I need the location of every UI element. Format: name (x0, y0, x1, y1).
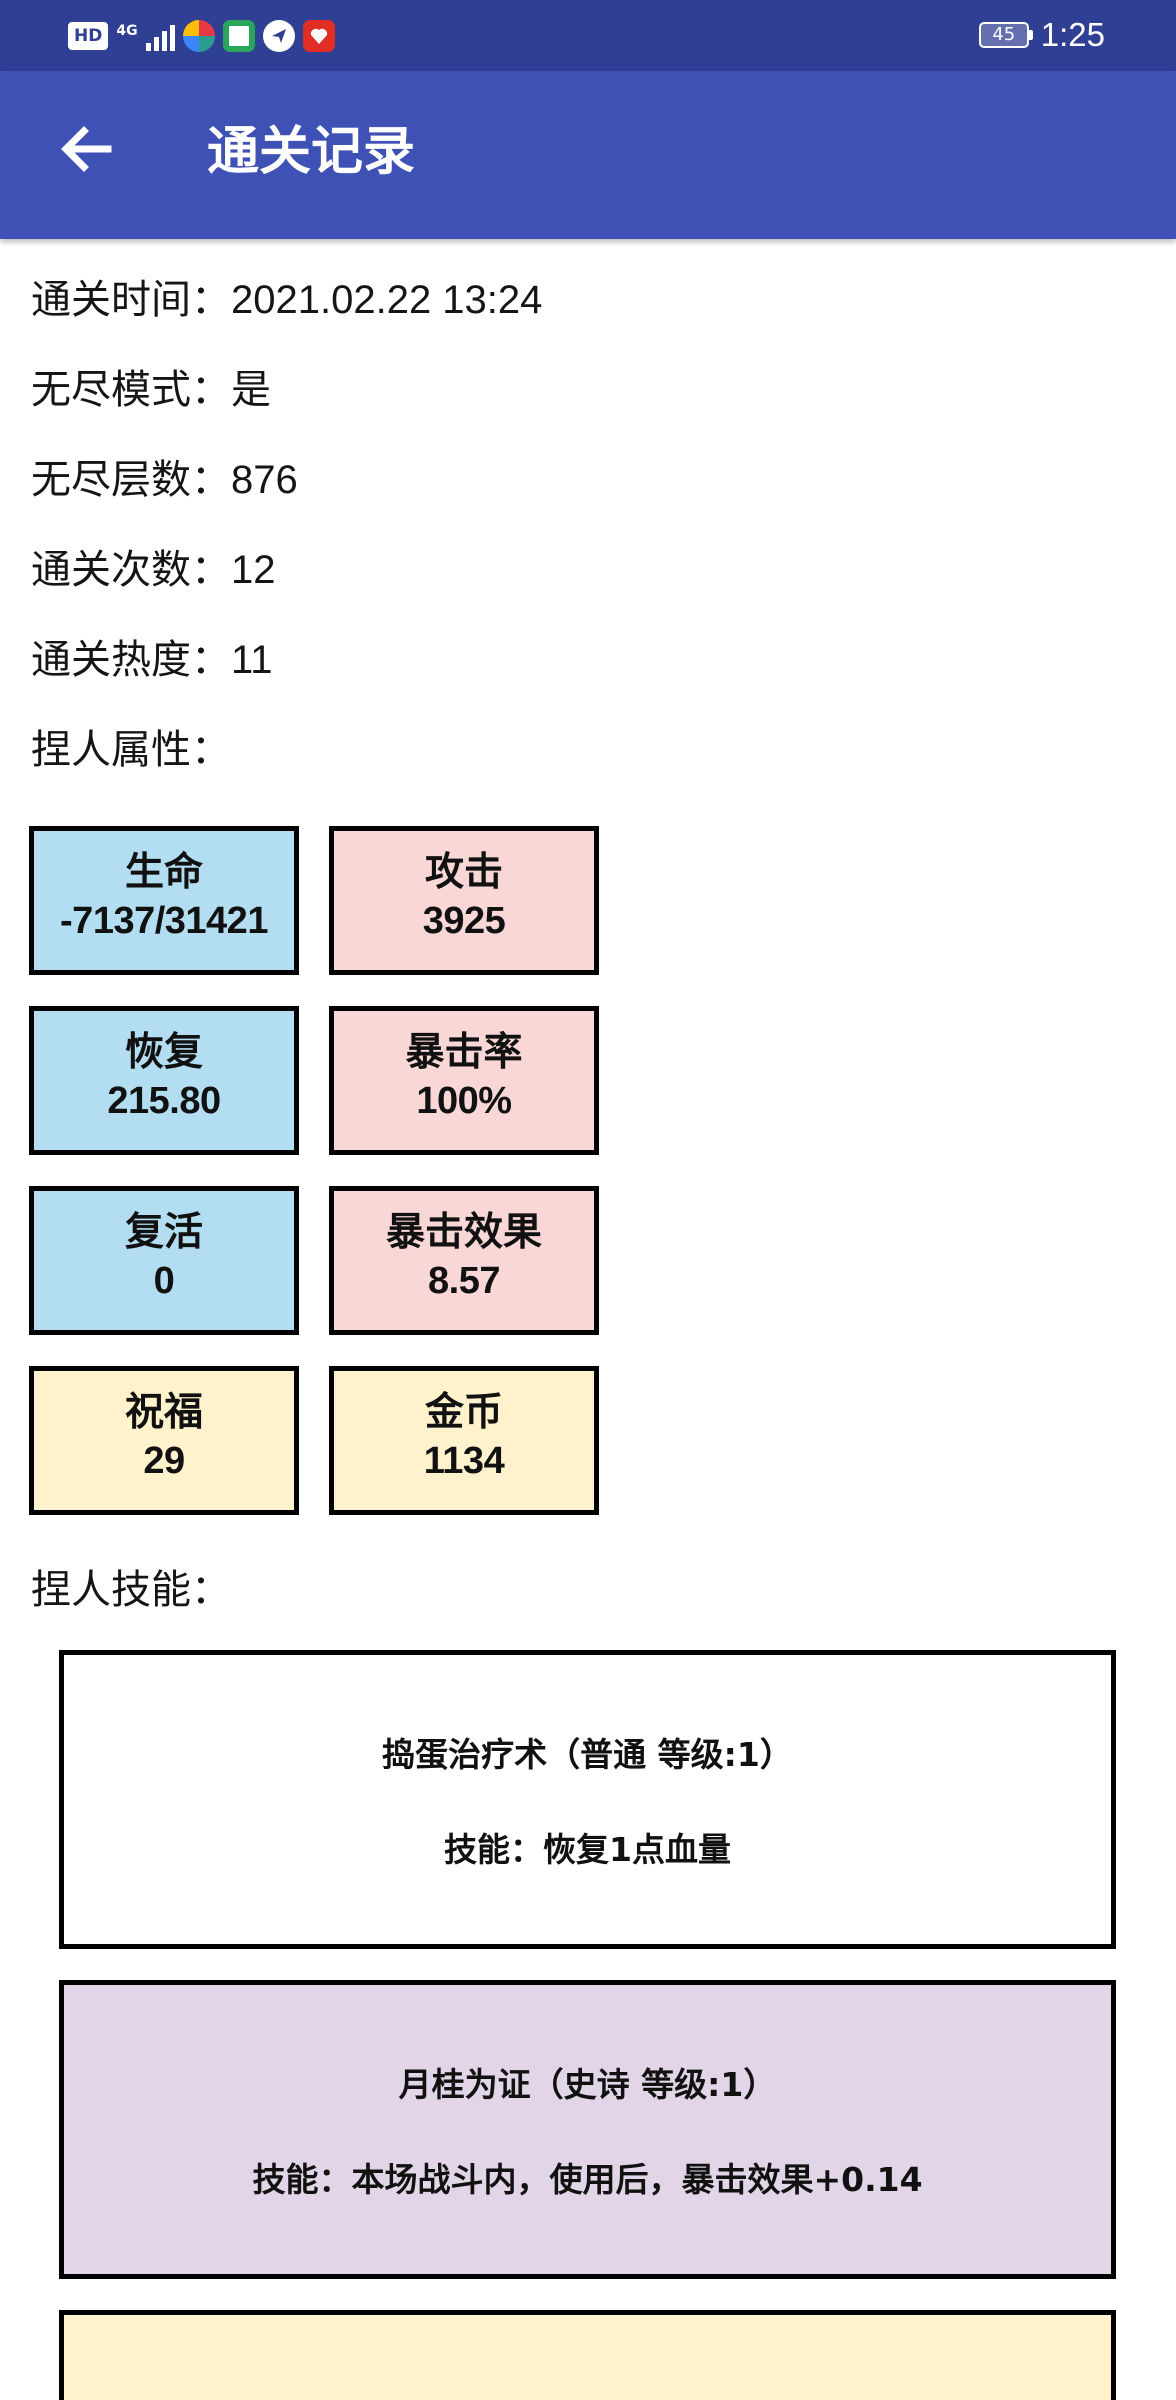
stat-value: 100% (416, 1080, 512, 1122)
clear-time-label: 通关时间： (31, 277, 231, 323)
skill-name: 月桂为证（史诗 等级:1） (398, 2065, 777, 2104)
heat-row: 通关热度：11 (31, 635, 273, 685)
color-wheel-app-icon (182, 20, 215, 52)
stat-label: 生命 (124, 850, 203, 895)
clear-count-label: 通关次数： (31, 547, 231, 593)
stat-card-blessing: 祝福 29 (29, 1366, 299, 1515)
signal-strength-icon (145, 21, 175, 51)
status-icons: HD 4G (68, 16, 335, 56)
clock: 1:25 (1040, 16, 1105, 53)
back-button[interactable] (44, 113, 134, 185)
hd-icon: HD (68, 22, 109, 50)
network-type-label: 4G (116, 23, 138, 39)
stat-label: 暴击效果 (385, 1210, 542, 1255)
endless-mode-row: 无尽模式：是 (31, 365, 271, 415)
browser-app-icon (222, 20, 255, 52)
skill-description: 技能：恢复1点血量 (444, 1830, 731, 1869)
stat-value: 1134 (423, 1440, 505, 1482)
skill-card: 捣蛋治疗术（普通 等级:1） 技能：恢复1点血量 (59, 1650, 1116, 1949)
skill-card (59, 2310, 1116, 2400)
stat-card-crit-rate: 暴击率 100% (329, 1006, 599, 1155)
endless-floors-label: 无尽层数： (31, 457, 231, 503)
stat-card-gold: 金币 1134 (329, 1366, 599, 1515)
endless-mode-label: 无尽模式： (31, 367, 231, 413)
battery-icon: 45 (978, 22, 1033, 48)
clear-count-value: 12 (231, 548, 276, 592)
endless-mode-value: 是 (231, 367, 271, 413)
heat-value: 11 (231, 638, 273, 682)
clear-count-row: 通关次数：12 (31, 545, 276, 595)
clear-time-row: 通关时间：2021.02.22 13:24 (31, 275, 542, 325)
stat-card-hp: 生命 -7137/31421 (29, 826, 299, 975)
skills-heading: 捏人技能： (31, 1567, 231, 1613)
stat-card-crit-effect: 暴击效果 8.57 (329, 1186, 599, 1335)
stat-value: 3925 (422, 900, 506, 942)
skill-card: 月桂为证（史诗 等级:1） 技能：本场战斗内，使用后，暴击效果+0.14 (59, 1980, 1116, 2279)
stat-value: 29 (143, 1440, 185, 1482)
attributes-heading: 捏人属性： (31, 727, 231, 773)
stat-label: 攻击 (424, 850, 503, 895)
status-right: 45 1:25 (978, 14, 1105, 56)
app-bar: 通关记录 (0, 71, 1176, 239)
stat-value: 8.57 (428, 1260, 500, 1302)
endless-floors-row: 无尽层数：876 (31, 455, 298, 505)
stat-card-revive: 复活 0 (29, 1186, 299, 1335)
stat-value: -7137/31421 (60, 900, 268, 942)
battery-level: 45 (978, 22, 1029, 48)
stat-card-attack: 攻击 3925 (329, 826, 599, 975)
stat-value: 215.80 (107, 1080, 221, 1122)
stat-label: 恢复 (124, 1030, 203, 1075)
stat-label: 祝福 (124, 1390, 203, 1435)
pinduoduo-app-icon (302, 20, 335, 52)
endless-floors-value: 876 (231, 458, 298, 502)
send-app-icon (262, 20, 295, 52)
stat-card-recovery: 恢复 215.80 (29, 1006, 299, 1155)
page-title: 通关记录 (207, 122, 416, 182)
stat-label: 金币 (424, 1390, 503, 1435)
skill-name: 捣蛋治疗术（普通 等级:1） (382, 1735, 793, 1774)
stat-value: 0 (153, 1260, 175, 1302)
heat-label: 通关热度： (31, 637, 231, 683)
clear-time-value: 2021.02.22 13:24 (231, 278, 543, 322)
arrow-left-icon (61, 126, 112, 172)
skill-description: 技能：本场战斗内，使用后，暴击效果+0.14 (252, 2160, 923, 2199)
stat-label: 复活 (124, 1210, 203, 1255)
stat-label: 暴击率 (405, 1030, 523, 1075)
status-bar: HD 4G 45 1:25 (0, 0, 1176, 71)
